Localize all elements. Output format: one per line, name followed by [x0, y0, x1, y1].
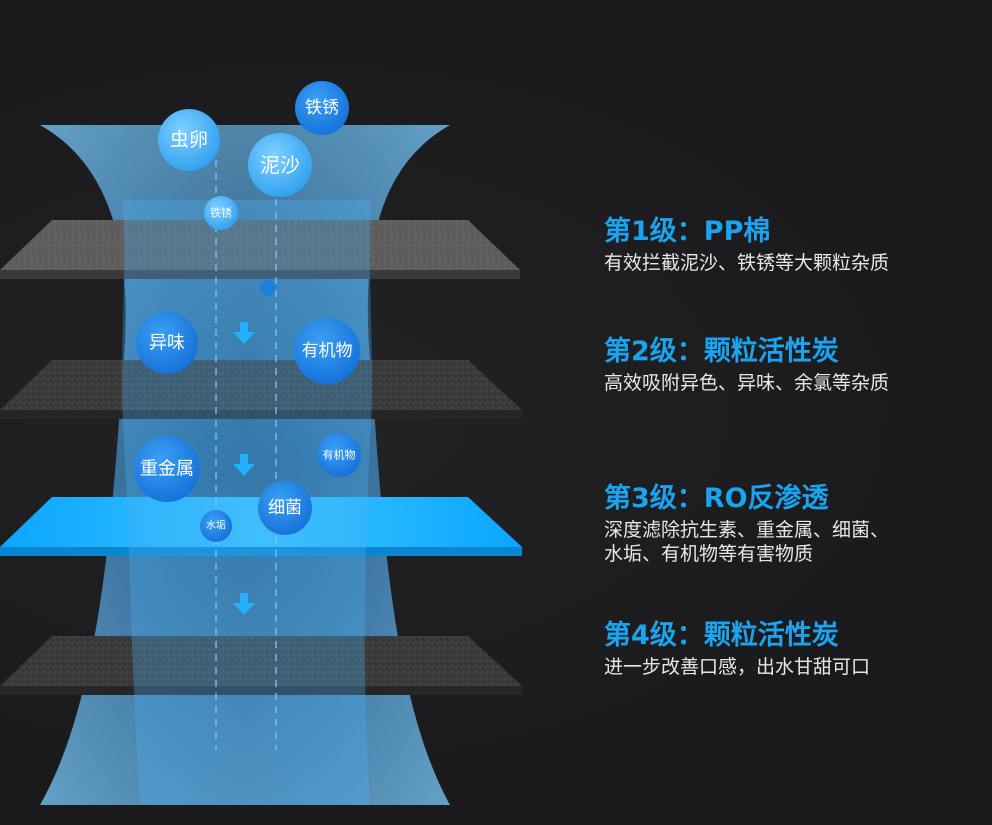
svg-text:有机物: 有机物 [302, 341, 353, 361]
stage-4-block: 第4级：颗粒活性炭 进一步改善口感，出水甘甜可口 [604, 620, 984, 679]
stage-3-description: 深度滤除抗生素、重金属、细菌、 水垢、有机物等有害物质 [604, 518, 984, 566]
particle-xijun: 细菌 [258, 481, 312, 535]
particle-zhongjinshu: 重金属 [134, 436, 200, 502]
particle-tiexiu-top: 铁锈 [295, 81, 349, 135]
particle-tiexiu-small: 铁锈 [204, 196, 238, 230]
particle-youjiwu: 有机物 [294, 318, 360, 384]
stage-3-block: 第3级：RO反渗透 深度滤除抗生素、重金属、细菌、 水垢、有机物等有害物质 [604, 483, 984, 566]
stage-2-title: 第2级：颗粒活性炭 [604, 336, 984, 368]
svg-text:重金属: 重金属 [140, 459, 194, 480]
stage-4-description: 进一步改善口感，出水甘甜可口 [604, 655, 984, 679]
particle-shuigou: 水垢 [200, 510, 232, 542]
svg-text:细菌: 细菌 [268, 498, 302, 518]
stage-2-description: 高效吸附异色、异味、余氯等杂质 [604, 371, 984, 395]
svg-text:虫卵: 虫卵 [170, 129, 208, 151]
stage-1-block: 第1级：PP棉 有效拦截泥沙、铁锈等大颗粒杂质 [604, 216, 984, 275]
particle-nisha: 泥沙 [248, 133, 312, 197]
stage-2-block: 第2级：颗粒活性炭 高效吸附异色、异味、余氯等杂质 [604, 336, 984, 395]
svg-text:异味: 异味 [149, 333, 185, 354]
stage-4-title: 第4级：颗粒活性炭 [604, 620, 984, 652]
svg-text:水垢: 水垢 [206, 520, 226, 532]
stage-1-description: 有效拦截泥沙、铁锈等大颗粒杂质 [604, 251, 984, 275]
water-droplet [260, 280, 276, 296]
svg-text:铁锈: 铁锈 [210, 207, 232, 220]
stage-3-title: 第3级：RO反渗透 [604, 483, 984, 515]
svg-text:泥沙: 泥沙 [260, 153, 300, 177]
particle-youjiwu-small: 有机物 [317, 433, 361, 477]
particle-yiwei: 异味 [136, 312, 198, 374]
stage-1-title: 第1级：PP棉 [604, 216, 984, 248]
svg-text:有机物: 有机物 [323, 448, 356, 462]
svg-text:铁锈: 铁锈 [305, 98, 339, 118]
particle-chongluan: 虫卵 [158, 109, 220, 171]
